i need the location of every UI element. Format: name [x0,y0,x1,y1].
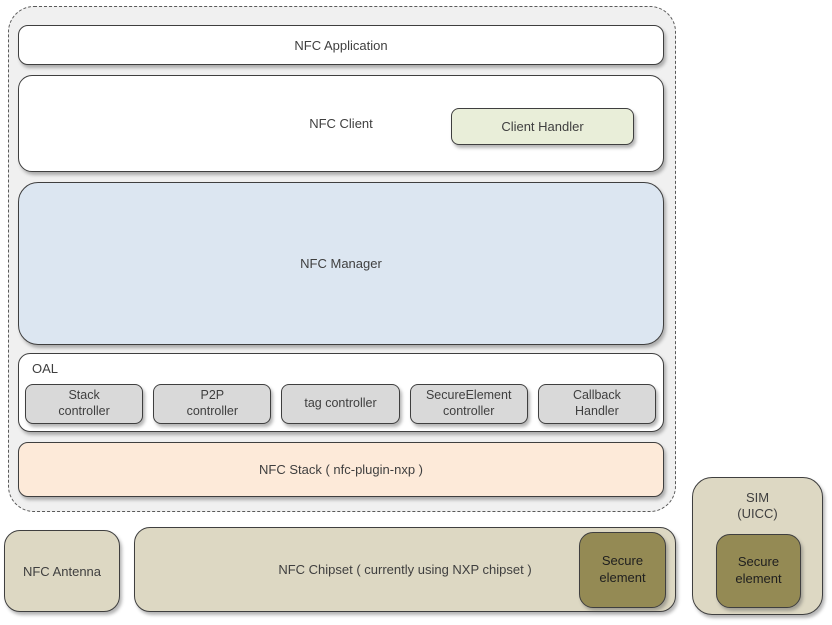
nfc-stack-box: NFC Stack ( nfc-plugin-nxp ) [18,442,664,497]
oal-label: OAL [32,361,59,376]
secureelement-controller-line1: SecureElement [425,388,512,403]
stack-controller-line2: controller [58,404,110,418]
nfc-application-label: NFC Application [294,37,388,53]
callback-handler-line1: Callback [572,388,621,403]
nfc-antenna-label: NFC Antenna [22,563,102,579]
tag-controller-box: tag controller [281,384,400,424]
sim-label-line2: (UICC) [737,506,778,522]
sim-secure-element-line2: element [735,571,782,586]
sim-uicc-label: SIM (UICC) [693,490,822,523]
stack-controller-box: Stack controller [25,384,144,424]
oal-controller-row: Stack controller P2P controller tag cont… [25,384,657,424]
nfc-application-box: NFC Application [18,25,664,65]
secureelement-controller-box: SecureElement controller [409,384,528,424]
nfc-chipset-box: NFC Chipset ( currently using NXP chipse… [134,527,676,612]
sim-secure-element-line1: Secure [737,554,780,570]
stack-controller-line1: Stack [68,388,100,403]
secureelement-controller-line2: controller [443,404,495,418]
nfc-antenna-box: NFC Antenna [4,530,120,612]
nfc-chipset-label: NFC Chipset ( currently using NXP chipse… [278,562,532,577]
chipset-secure-element-box: Secure element [579,532,666,608]
oal-box: OAL Stack controller P2P controller tag … [18,353,664,432]
tag-controller-line1: tag controller [304,396,377,411]
nfc-stack-label: NFC Stack ( nfc-plugin-nxp ) [259,462,423,477]
p2p-controller-line2: controller [186,404,239,418]
sim-secure-element-box: Secure element [716,534,801,608]
nfc-client-box: NFC Client Client Handler [18,75,664,172]
callback-handler-box: Callback Handler [537,384,657,424]
nfc-manager-box: NFC Manager [18,182,664,345]
client-handler-box: Client Handler [451,108,634,145]
sim-uicc-box: SIM (UICC) Secure element [692,477,823,615]
callback-handler-line2: Handler [575,404,619,418]
chipset-secure-element-line1: Secure [601,553,644,569]
nfc-manager-label: NFC Manager [300,256,382,271]
p2p-controller-line1: P2P [200,388,225,403]
chipset-secure-element-line2: element [599,570,646,585]
p2p-controller-box: P2P controller [153,384,272,424]
sim-label-line1: SIM [745,490,770,505]
nfc-client-label: NFC Client [309,116,373,131]
client-handler-label: Client Handler [501,119,584,134]
